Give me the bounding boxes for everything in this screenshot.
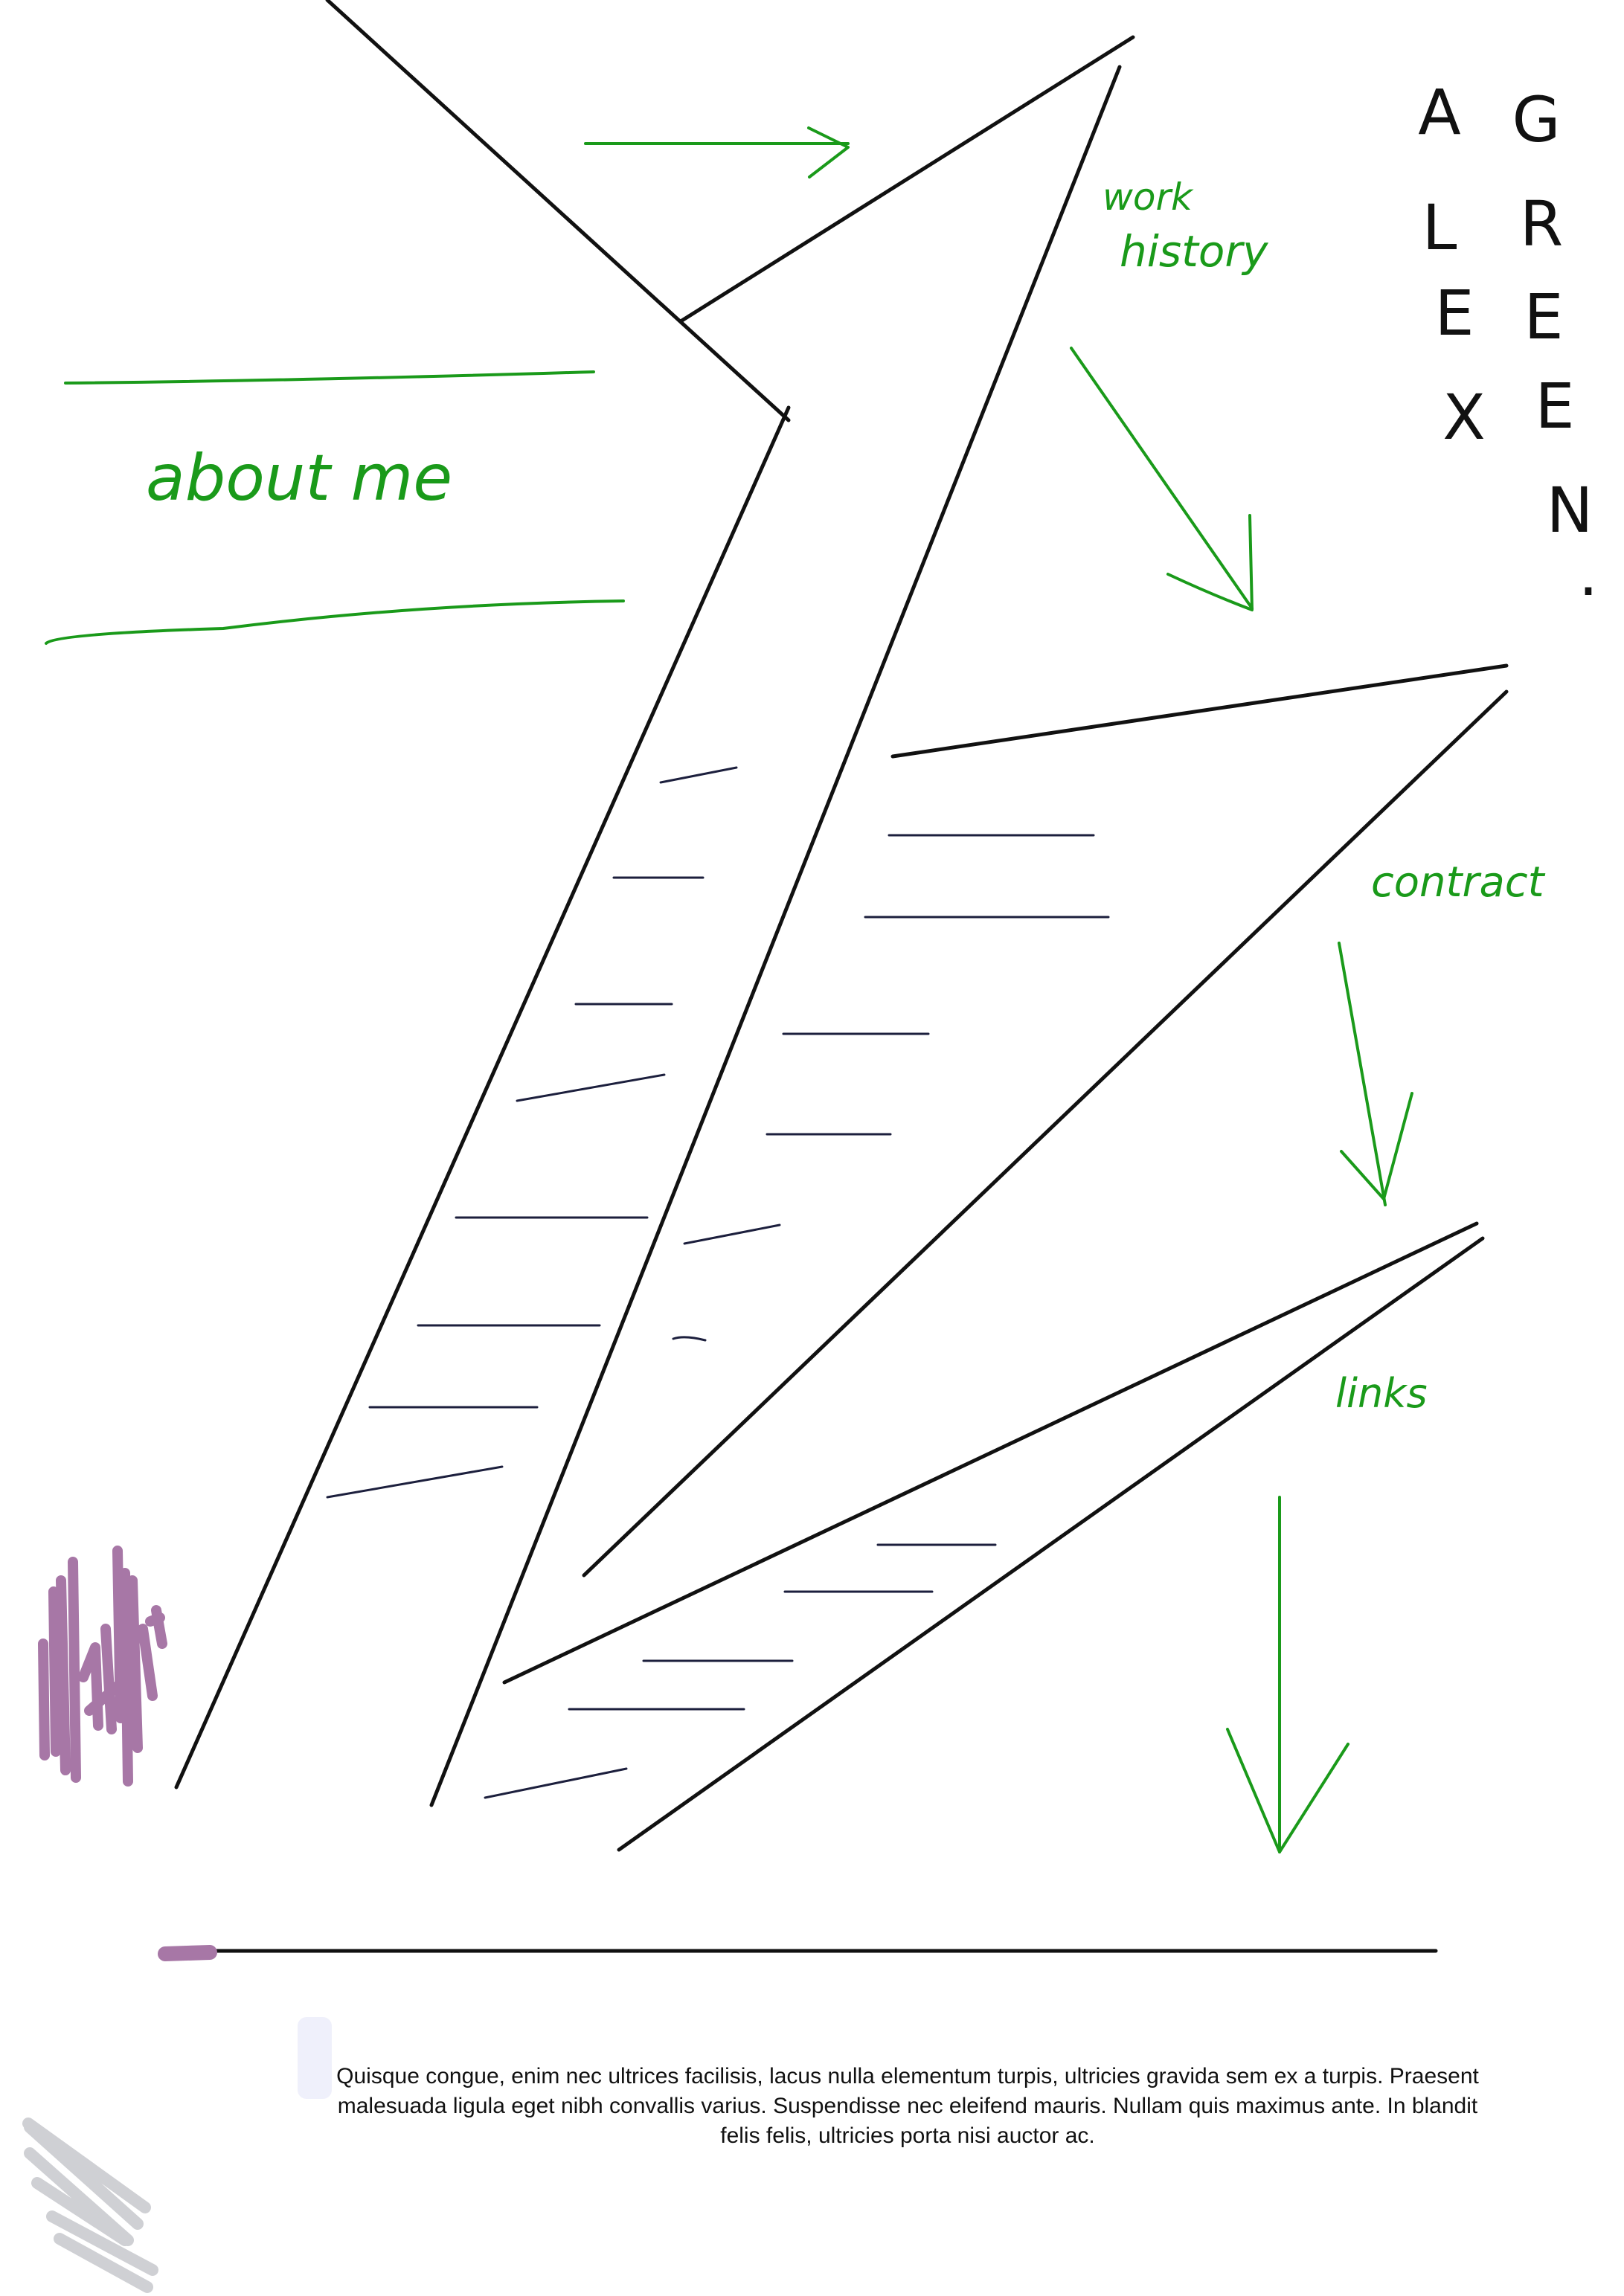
arrow-down-icon [1338, 942, 1413, 1206]
links-panel-top-edge [502, 1221, 1479, 1685]
about-me-underline-bottom [45, 599, 625, 645]
placeholder-tick [672, 1336, 707, 1342]
work-panel-top-edge [678, 35, 1135, 324]
name-letter: E [1535, 370, 1574, 443]
work-panel-right-edge [429, 65, 1122, 1807]
placeholder-line [516, 1073, 666, 1102]
name-letter: G [1512, 83, 1560, 156]
placeholder-line [659, 766, 738, 784]
name-letter: N [1547, 474, 1593, 547]
name-letter: A [1418, 76, 1460, 149]
name-letter: L [1422, 191, 1457, 264]
work-history-label-line2: history [1120, 226, 1268, 277]
links-label: links [1335, 1370, 1428, 1417]
about-panel-top-edge [325, 0, 791, 422]
placeholder-lines [326, 766, 1110, 1799]
name-letter: E [1434, 277, 1474, 350]
contact-panel-top-edge [890, 663, 1509, 759]
purple-scribble-mark [38, 1546, 217, 1961]
contact-panel-right-edge [582, 689, 1509, 1578]
about-panel-right-edge [174, 405, 791, 1789]
name-letter: . [1579, 537, 1599, 610]
placeholder-line [326, 1465, 504, 1499]
structure-lines [174, 0, 1509, 1953]
work-history-label-line1: work [1103, 176, 1194, 219]
footer-marker [298, 2017, 332, 2099]
annotations [45, 126, 1413, 1853]
name-letter: X [1442, 381, 1486, 454]
placeholder-line [484, 1767, 628, 1799]
name-letter: R [1520, 187, 1563, 260]
links-panel-right-edge [617, 1236, 1485, 1852]
name-letter: E [1524, 280, 1563, 353]
placeholder-line [683, 1223, 781, 1245]
about-me-label: about me [146, 441, 452, 515]
contact-label: contract [1371, 858, 1546, 907]
about-me-underline-top [64, 370, 595, 385]
grey-scribble-mark [22, 2117, 158, 2293]
footer-text: Quisque congue, enim nec ultrices facili… [336, 2064, 1479, 2148]
arrow-down-right-icon [1070, 347, 1254, 611]
arrow-down-icon [1226, 1496, 1349, 1853]
arrow-right-icon [584, 126, 850, 179]
